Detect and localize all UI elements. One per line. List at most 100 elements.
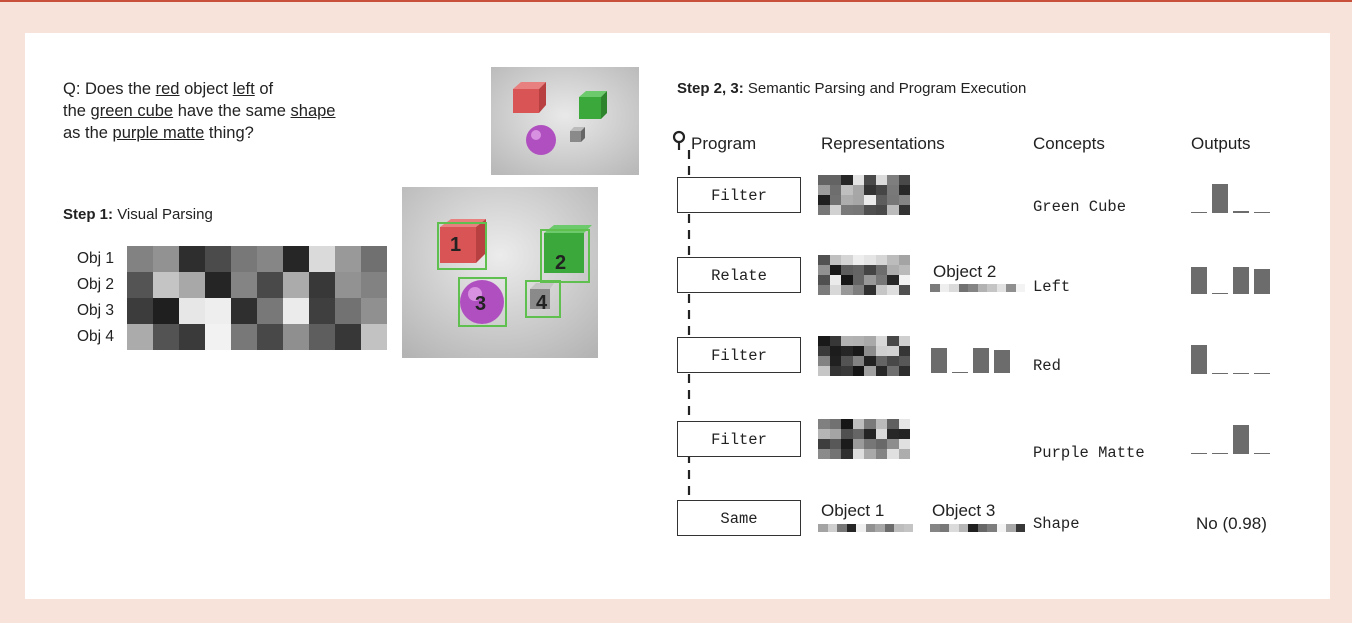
feature-cell (996, 524, 1006, 532)
feature-cell (827, 524, 837, 532)
feature-cell (875, 205, 887, 215)
feature-cell (939, 524, 949, 532)
feature-cell (818, 336, 830, 346)
concept-label: Green Cube (1033, 198, 1127, 216)
feature-cell (852, 346, 864, 356)
feature-cell (898, 175, 910, 185)
feature-cell (875, 175, 887, 185)
feature-cell (887, 275, 899, 285)
feature-cell (818, 285, 830, 295)
concept-label: Purple Matte (1033, 444, 1145, 462)
feature-cell (231, 324, 257, 350)
output-bars (1191, 181, 1270, 213)
feature-cell (205, 298, 231, 324)
feature-cell (898, 195, 910, 205)
feature-cell (841, 195, 853, 205)
feature-cell (818, 275, 830, 285)
feature-cell (829, 356, 841, 366)
feature-cell (875, 439, 887, 449)
feature-cell (841, 255, 853, 265)
feature-cell (257, 272, 283, 298)
obj-label: Obj 3 (77, 302, 115, 319)
feature-cell (898, 275, 910, 285)
feature-cell (852, 429, 864, 439)
feature-cell (875, 356, 887, 366)
representation-grid (818, 255, 910, 295)
feature-cell (852, 419, 864, 429)
feature-cell (887, 439, 899, 449)
feature-cell (987, 284, 997, 292)
feature-cell (864, 185, 876, 195)
feature-cell (852, 439, 864, 449)
feature-cell (841, 366, 853, 376)
feature-cell (864, 205, 876, 215)
output-bar (1254, 212, 1270, 213)
feature-cell (841, 439, 853, 449)
output-bar (1233, 424, 1249, 454)
feature-cell (887, 419, 899, 429)
feature-cell (864, 336, 876, 346)
feature-cell (898, 439, 910, 449)
feature-cell (864, 356, 876, 366)
feature-cell (887, 449, 899, 459)
feature-cell (864, 419, 876, 429)
feature-cell (829, 255, 841, 265)
feature-cell (930, 524, 940, 532)
feature-cell (818, 429, 830, 439)
feature-cell (818, 175, 830, 185)
object-feature-strip (930, 524, 1025, 532)
feature-cell (818, 419, 830, 429)
output-bar (1212, 373, 1228, 374)
feature-cell (361, 324, 387, 350)
feature-cell (309, 272, 335, 298)
feature-cell (818, 439, 830, 449)
feature-cell (179, 246, 205, 272)
feature-cell (205, 324, 231, 350)
output-bar (1212, 453, 1228, 454)
feature-cell (864, 346, 876, 356)
feature-cell (335, 324, 361, 350)
question-text: Q: Does the red object left of the green… (63, 80, 336, 142)
feature-cell (127, 272, 153, 298)
feature-cell (829, 336, 841, 346)
feature-cell (309, 246, 335, 272)
feature-cell (852, 285, 864, 295)
feature-cell (898, 449, 910, 459)
annotated-scene: 1 2 3 4 (402, 187, 598, 358)
feature-cell (968, 524, 978, 532)
feature-cell (179, 272, 205, 298)
feature-cell (852, 366, 864, 376)
feature-cell (818, 265, 830, 275)
feature-cell (958, 284, 968, 292)
feature-cell (864, 449, 876, 459)
output-bar (994, 349, 1010, 373)
feature-cell (841, 449, 853, 459)
feature-cell (968, 284, 978, 292)
feature-cell (257, 246, 283, 272)
representation-grid (818, 336, 910, 376)
feature-cell (179, 298, 205, 324)
header-concepts: Concepts (1033, 134, 1105, 153)
scene-label-1: 1 (450, 234, 461, 256)
output-bar (1254, 453, 1270, 454)
feature-cell (127, 324, 153, 350)
feature-cell (231, 298, 257, 324)
feature-cell (829, 205, 841, 215)
feature-cell (875, 275, 887, 285)
feature-cell (841, 346, 853, 356)
feature-cell (841, 205, 853, 215)
feature-cell (987, 524, 997, 532)
feature-cell (898, 285, 910, 295)
output-bar (1212, 293, 1228, 294)
feature-cell (257, 298, 283, 324)
feature-cell (898, 185, 910, 195)
top-accent-line (0, 0, 1352, 2)
feature-cell (283, 324, 309, 350)
feature-cell (841, 185, 853, 195)
output-bar (1212, 184, 1228, 213)
feature-cell (864, 195, 876, 205)
feature-cell (996, 284, 1006, 292)
feature-cell (898, 366, 910, 376)
output-bar (973, 347, 989, 373)
feature-cell (841, 265, 853, 275)
